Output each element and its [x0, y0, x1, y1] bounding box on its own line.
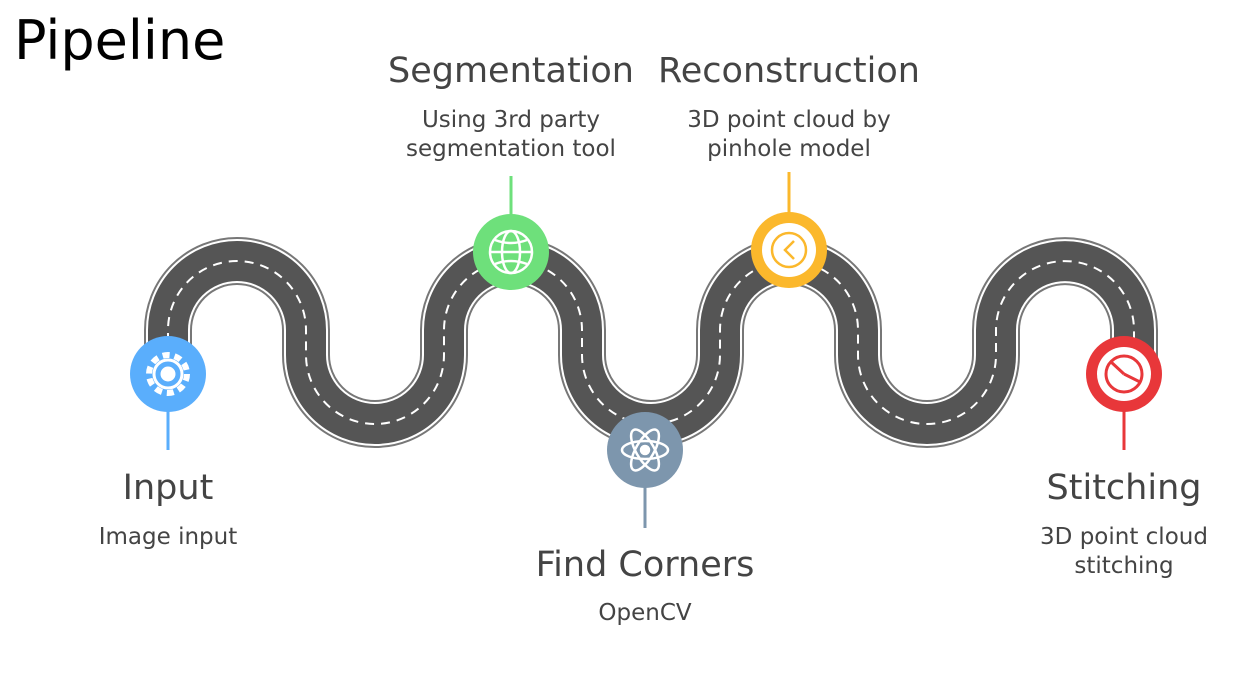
stage-description-find-corners: OpenCV	[598, 599, 691, 628]
stage-description-line: OpenCV	[598, 600, 692, 626]
stage-description-line: segmentation tool	[406, 136, 616, 162]
clock-face	[762, 223, 816, 277]
stage-description-line: 3D point cloud	[1040, 524, 1208, 550]
stage-description-line: stitching	[1074, 553, 1174, 579]
clock-icon	[770, 231, 808, 269]
stage-description-line: Image input	[98, 524, 238, 550]
stage-description-line: 3D point cloud by	[687, 107, 891, 133]
stage-description-line: Using 3rd party	[421, 107, 601, 133]
stage-title-find-corners: Find Corners	[535, 545, 755, 585]
stage-description-reconstruction: 3D point cloud by pinhole model	[687, 106, 890, 164]
stage-description-input: Image input	[99, 523, 238, 552]
stage-title-input: Input	[122, 468, 214, 508]
gear-icon	[146, 352, 190, 396]
page-title: Pipeline	[14, 9, 226, 72]
stage-description-line: pinhole model	[707, 136, 871, 162]
stage-description-segmentation: Using 3rd party segmentation tool	[406, 106, 616, 164]
atom-icon	[620, 428, 670, 472]
stage-title-segmentation: Segmentation	[388, 51, 634, 91]
stage-description-stitching: 3D point cloud stitching	[1040, 523, 1208, 581]
pie-chart-icon	[1104, 354, 1144, 394]
stage-title-reconstruction: Reconstruction	[658, 51, 920, 91]
stage-title-stitching: Stitching	[1046, 468, 1202, 508]
globe-icon	[488, 229, 534, 275]
road	[168, 261, 1134, 424]
